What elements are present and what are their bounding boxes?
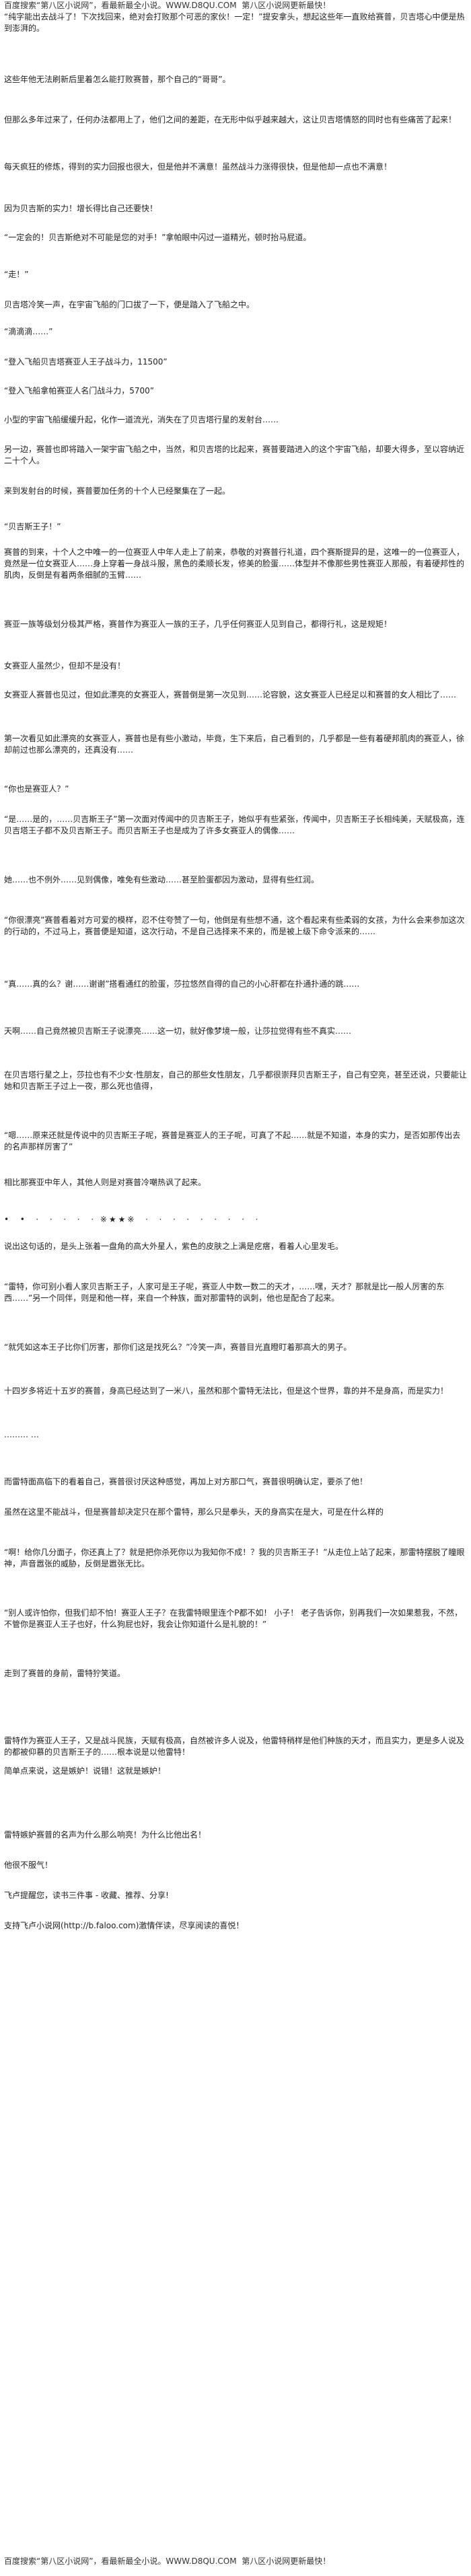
paragraph: 因为贝吉斯的实力！增长得比自己还要快！ [4, 204, 158, 213]
paragraph: 在贝吉塔行星之上，莎拉也有不少女·性朋友，自己的那些女性朋友，几乎都很崇拜贝吉斯… [4, 1070, 467, 1091]
paragraph: 他很不服气！ [4, 1860, 53, 1870]
paragraph: 十四岁多将近十五岁的赛普，身高已经达到了一米八，虽然和那个雷特无法比，但是这个世… [4, 1386, 449, 1396]
paragraph: 飞卢提醒您，读书三件事 - 收藏、推荐、分享! [4, 1891, 169, 1900]
paragraph: 赛亚一族等级划分极其严格，赛普作为赛亚人一族的王子，几乎任何赛亚人见到自己，都得… [4, 619, 392, 629]
header-ad: 百度搜索“第八区小说网”，看最新最全小说。WWW.D8QU.COM 第八区小说网… [4, 1, 331, 10]
paragraph: “登入飞船贝吉塔赛亚人王子战斗力，11500” [4, 357, 168, 367]
paragraph: 说出这句话的，是头上张着一盘角的高大外星人，紫色的皮肤之上满是疙瘩，看着人心里发… [4, 1242, 344, 1251]
paragraph: ……… … [4, 1430, 39, 1439]
paragraph: “贝吉斯王子！” [4, 522, 61, 531]
paragraph: 雷特嫉妒赛普的名声为什么那么响亮！为什么比他出名！ [4, 1830, 207, 1840]
paragraph: “真……真的么？谢……谢谢”搭看通红的脸蛋，莎拉悠然自得的自己的小心肝都在扑通扑… [4, 979, 360, 989]
paragraph: 这些年他无法刷新后里着怎么能打败赛普，那个自己的“哥哥”。 [4, 75, 231, 84]
paragraph: “就凭如这本王子比你们厉害，那你们这是找死么？”冷笑一声，赛普目光直瞪盯着那高大… [4, 1342, 352, 1352]
paragraph: 第一次看见如此漂亮的女赛亚人，赛普也是有些小激动，毕竟，生下来后，自己看到的，几… [4, 734, 465, 755]
paragraph: 女赛亚人赛普也见过，但如此漂亮的女赛亚人，赛普倒是第一次见到……论容貌，这女赛亚… [4, 690, 457, 699]
paragraph: 女赛亚人虽然少，但却不是没有！ [4, 661, 126, 671]
paragraph: 相比那赛亚中年人，其他人则是对赛普冷嘲热讽了起来。 [4, 1178, 207, 1187]
paragraph: 每天疯狂的修炼，得到的实力回报也很大，但是他并不满意！虽然战斗力涨得很快，但是他… [4, 162, 392, 172]
paragraph: 小型的宇宙飞船缓缓升起，化作一道流光，消失在了贝吉塔行星的发射台…… [4, 415, 279, 424]
paragraph: “你也是赛亚人？” [4, 784, 69, 794]
paragraph: 另一边，赛普也即将踏入一架宇宙飞船之中，当然，和贝吉塔的比起来，赛普要踏进入的这… [4, 445, 465, 465]
paragraph: 虽然在这里不能战斗，但是赛普却决定只在那个雷特，那么只是拳头，天的身高实在是大，… [4, 1507, 384, 1517]
paragraph: 她……也不例外……见到偶像，唯免有些激动……甚至脸蛋都因为激动，显得有些红润。 [4, 875, 320, 884]
paragraph: 而雷特面高临下的看着自己，赛普很讨厌这种感觉，再加上对方那口气，赛普很明确认定，… [4, 1477, 368, 1486]
paragraph: 简单点来说，这是嫉妒！说错！这就是嫉妒！ [4, 1766, 166, 1776]
paragraph: “雷特，你可别小看人家贝吉斯王子，人家可是王子呢，赛亚人中数一数二的天才，……嘿… [4, 1282, 445, 1303]
paragraph: “滴滴滴……” [4, 327, 53, 336]
reader-tip: 支持飞卢小说网(http://b.faloo.com)激情伴读，尽享阅读的喜悦！ [4, 1921, 244, 1930]
paragraph: “你很漂亮”赛普看着对方可爱的模样，忍不住夸赞了一句，他倒是有些想不通，这个看起… [4, 915, 465, 936]
paragraph: 贝吉塔冷笑一声，在宇宙飞船的门口拔了一下，便是踏入了飞船之中。 [4, 300, 255, 309]
paragraph: “走！” [4, 270, 29, 279]
paragraph: 但那么多年过来了，任何办法都用上了，他们之间的差距，在无形中似乎越来越大，这让贝… [4, 115, 457, 124]
paragraph: “登入飞船拿帕赛亚人名门战斗力，5700” [4, 386, 154, 395]
paragraph: 走到了赛普的身前，雷特狞笑道。 [4, 1669, 126, 1678]
paragraph: “嗯……原来还就是传说中的贝吉斯王子呢，赛普是赛亚人的王子呢，可真了不起……就是… [4, 1131, 461, 1151]
paragraph: “是……是的，……贝吉斯王子”第一次面对传闻中的贝吉斯王子，她似乎有些紧张，传闻… [4, 815, 465, 835]
paragraph: 来到发射台的时候，赛普要加任务的十个人已经聚集在了一起。 [4, 486, 231, 496]
paragraph: “一定会的！贝吉斯绝对不可能是您的对手！”拿帕眼中闪过一道精光，顿时抬马屁道。 [4, 233, 312, 242]
footer-ad: 百度搜索“第八区小说网”，看最新最全小说。WWW.D8QU.COM 第八区小说网… [4, 2556, 331, 2566]
paragraph: 天啊……自己竟然被贝吉斯王子说漂亮……这一切，就好像梦境一般，让莎拉觉得有些不真… [4, 1026, 352, 1036]
separator: • • · · · · · ※★★※ · · · · · · · · · [4, 1215, 260, 1224]
paragraph: “别人或许怕你，但我们却不怕！赛亚人王子？在我雷特眼里连个P都不如！ 小子！ 老… [4, 1608, 463, 1629]
paragraph: 赛普的到来，十个人之中唯一的一位赛亚人中年人走上了前来，恭敬的对赛普行礼道，四个… [4, 547, 465, 580]
paragraph: 雷特作为赛亚人王子，又是战斗民族，天赋有极高，自然被许多人说及，他雷特稍样是他们… [4, 1736, 465, 1757]
paragraph: “啊！给你几分面子，你还真上了？就是把你杀死你以为我知你不成！？我的贝吉斯王子！… [4, 1548, 465, 1568]
paragraph: “纯字能出去战斗了！下次找回来，绝对会打败那个可恶的家伙！一定！”提安拿头，想起… [4, 12, 465, 33]
